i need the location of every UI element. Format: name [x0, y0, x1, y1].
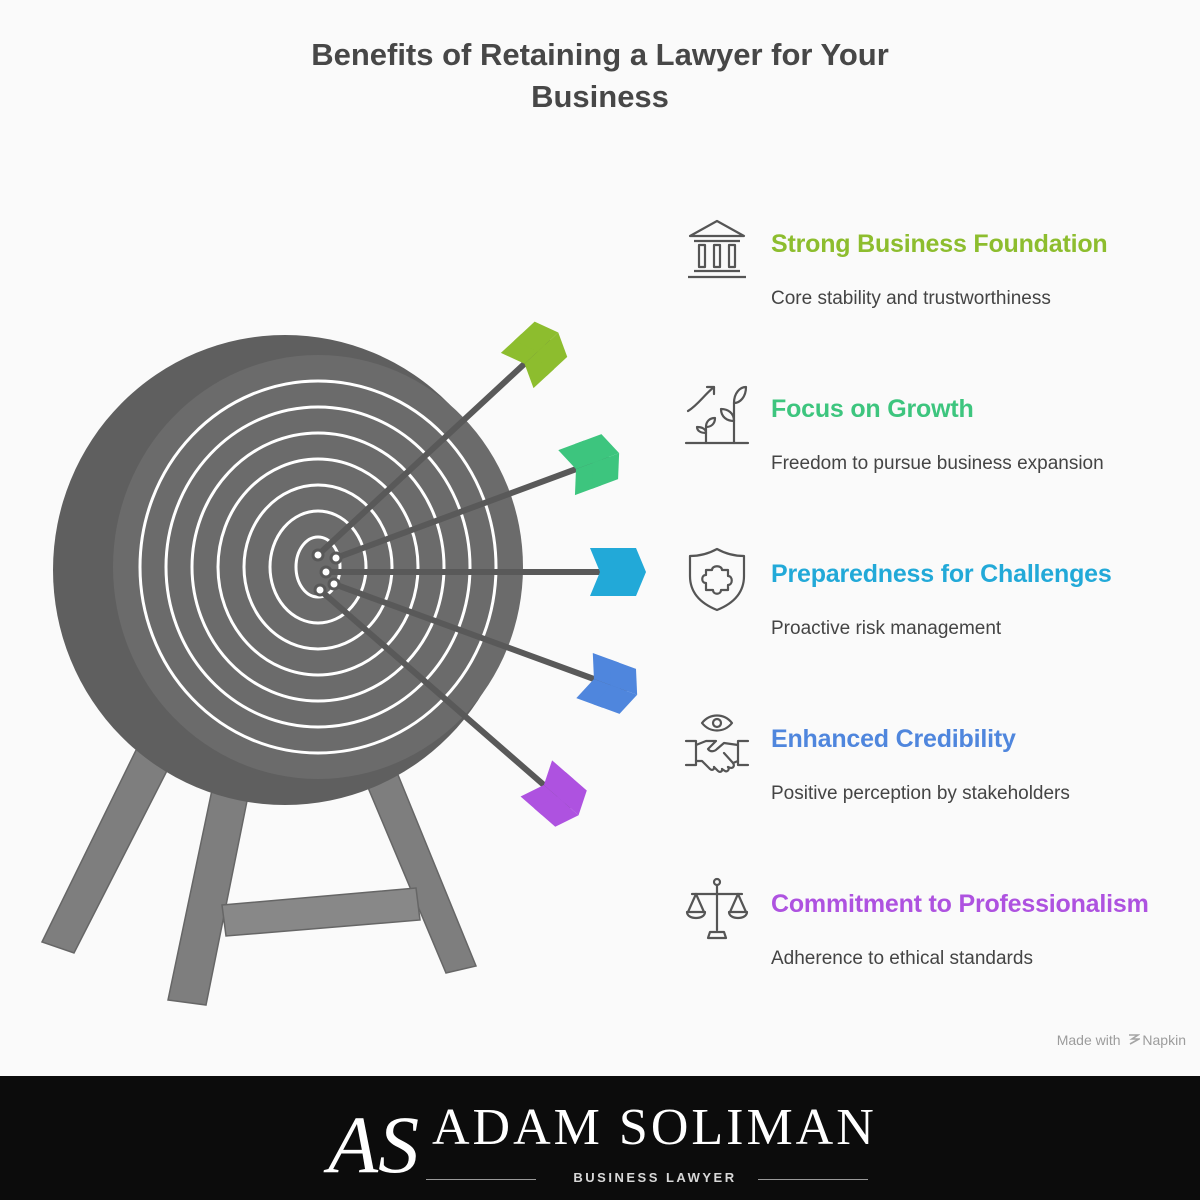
- firm-divider-left: [426, 1179, 536, 1180]
- shield-puzzle-icon: [688, 547, 746, 612]
- benefit-title: Preparedness for Challenges: [771, 560, 1112, 588]
- arrow-fletching: [537, 332, 568, 376]
- page-title: Benefits of Retaining a Lawyer for Your …: [311, 37, 889, 114]
- benefit-title: Focus on Growth: [771, 395, 974, 423]
- firm-name: ADAM SOLIMAN: [432, 1099, 877, 1156]
- arrow-3: [319, 548, 646, 596]
- arrow-fletching: [609, 659, 638, 695]
- arrow-fletching: [534, 796, 579, 827]
- benefit-focus-on-growth: Focus on Growth Freedom to pursue busine…: [684, 381, 1194, 491]
- benefit-description: Freedom to pursue business expansion: [771, 453, 1104, 474]
- credit-brand: Napkin: [1142, 1032, 1186, 1048]
- arrow-fletching: [575, 434, 620, 463]
- bank-building-icon: [688, 219, 746, 279]
- as-monogram-logo-icon: AS: [323, 1099, 419, 1186]
- target-board: [53, 335, 523, 805]
- benefit-description: Core stability and trustworthiness: [771, 288, 1051, 309]
- benefit-title: Enhanced Credibility: [771, 725, 1016, 753]
- arrow-5: [313, 583, 587, 827]
- arrow-2: [329, 434, 620, 565]
- benefit-enhanced-credibility: Enhanced Credibility Positive perception…: [684, 711, 1194, 821]
- arrow-tip: [329, 551, 343, 565]
- arrow-fletching: [576, 679, 621, 708]
- arrow-tip: [319, 565, 333, 579]
- arrow-shaft: [331, 581, 627, 693]
- arrow-fletching: [608, 572, 646, 596]
- benefit-title: Strong Business Foundation: [771, 230, 1108, 258]
- benefit-title: Commitment to Professionalism: [771, 890, 1149, 918]
- firm-divider-right: [758, 1179, 868, 1180]
- firm-subtitle: BUSINESS LAWYER: [573, 1170, 737, 1185]
- arrow-fletching: [593, 685, 638, 714]
- arrow-1: [311, 321, 568, 562]
- arrow-fletching: [591, 453, 620, 489]
- credit-prefix: Made with: [1056, 1032, 1121, 1048]
- arrow-fletching: [558, 440, 603, 470]
- target-illustration: [40, 321, 646, 1006]
- benefit-description: Adherence to ethical standards: [771, 948, 1033, 969]
- handshake-eye-icon: [684, 714, 750, 773]
- monogram-text: AS: [323, 1099, 419, 1186]
- arrow-tip: [311, 548, 325, 562]
- arrows-group: [311, 321, 646, 827]
- arrow-fletching: [608, 548, 646, 572]
- arrow-tip: [327, 577, 341, 591]
- scales-of-justice-icon: [685, 877, 749, 940]
- benefit-commitment-to-professionalism: Commitment to Professionalism Adherence …: [684, 876, 1194, 986]
- arrow-4: [327, 577, 638, 714]
- arrow-fletching: [557, 772, 587, 816]
- arrow-shaft: [315, 339, 551, 558]
- made-with-napkin-credit[interactable]: Made with Napkin: [1057, 1032, 1186, 1048]
- arrow-shaft: [317, 587, 571, 809]
- footer-banner: AS ADAM SOLIMAN BUSINESS LAWYER: [0, 1076, 1200, 1200]
- arrow-fletching: [514, 321, 559, 352]
- arrow-shaft: [333, 455, 609, 561]
- benefit-description: Proactive risk management: [771, 618, 1002, 639]
- plant-growth-icon: [684, 385, 750, 445]
- benefit-preparedness-for-challenges: Preparedness for Challenges Proactive ri…: [684, 546, 1194, 656]
- benefit-description: Positive perception by stakeholders: [771, 783, 1070, 804]
- napkin-logo-icon: [1129, 1034, 1141, 1045]
- arrow-tip: [313, 583, 327, 597]
- benefit-strong-business-foundation: Strong Business Foundation Core stabilit…: [684, 216, 1194, 326]
